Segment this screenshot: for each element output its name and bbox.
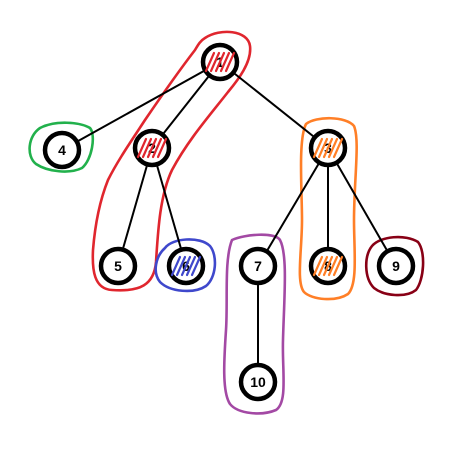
hatch-stroke — [327, 255, 339, 277]
hatch-stroke — [180, 255, 192, 277]
orange-group-outline — [298, 116, 358, 301]
hatch-stroke — [327, 137, 339, 159]
hatch-stroke — [136, 137, 148, 159]
hatch-stroke — [185, 255, 197, 277]
blue-group-outline — [154, 238, 217, 293]
node-5: 5 — [98, 246, 138, 286]
hatch-stroke — [317, 255, 329, 277]
hatch-stroke — [224, 51, 236, 73]
node-label: 9 — [392, 258, 400, 274]
hatch-stroke — [312, 255, 324, 277]
hatch-6 — [170, 255, 202, 277]
hatch-stroke — [312, 137, 324, 159]
hatch-2 — [136, 137, 168, 159]
node-circle — [42, 130, 82, 170]
hatch-stroke — [219, 51, 231, 73]
hatch-layer — [136, 51, 344, 277]
green-group-outline — [28, 121, 95, 173]
hatch-stroke — [322, 255, 334, 277]
node-label: 4 — [58, 142, 66, 158]
hatch-stroke — [151, 137, 163, 159]
highlight-layer — [28, 30, 425, 415]
node-label: 10 — [250, 374, 266, 390]
edge-3-7 — [257, 147, 329, 267]
node-7: 7 — [238, 246, 278, 286]
hatch-3 — [312, 137, 344, 159]
purple-group-outline — [222, 233, 287, 415]
node-circle — [238, 362, 278, 402]
edge-2-6 — [151, 147, 187, 267]
hatch-stroke — [332, 137, 344, 159]
darkred-group-outline — [364, 235, 425, 297]
node-label: 7 — [254, 258, 262, 274]
edge-1-3 — [219, 61, 329, 149]
edge-2-5 — [117, 147, 153, 267]
hatch-stroke — [317, 137, 329, 159]
edge-1-4 — [61, 61, 221, 151]
node-label: 5 — [114, 258, 122, 274]
hatch-stroke — [141, 137, 153, 159]
hatch-stroke — [175, 255, 187, 277]
edge-3-9 — [327, 147, 397, 267]
hatch-stroke — [332, 255, 344, 277]
hatch-8 — [312, 255, 344, 277]
red-group-outline — [91, 30, 252, 292]
node-circle — [98, 246, 138, 286]
node-9: 9 — [376, 246, 416, 286]
hatch-stroke — [214, 51, 226, 73]
hatch-1 — [204, 51, 236, 73]
hatch-stroke — [170, 255, 182, 277]
hatch-stroke — [190, 255, 202, 277]
node-circle — [376, 246, 416, 286]
hatch-stroke — [322, 137, 334, 159]
node-4: 4 — [42, 130, 82, 170]
hatch-stroke — [204, 51, 216, 73]
node-circle — [238, 246, 278, 286]
hatch-stroke — [209, 51, 221, 73]
hatch-stroke — [146, 137, 158, 159]
node-10: 10 — [238, 362, 278, 402]
edge-layer — [61, 61, 397, 382]
hatch-stroke — [156, 137, 168, 159]
